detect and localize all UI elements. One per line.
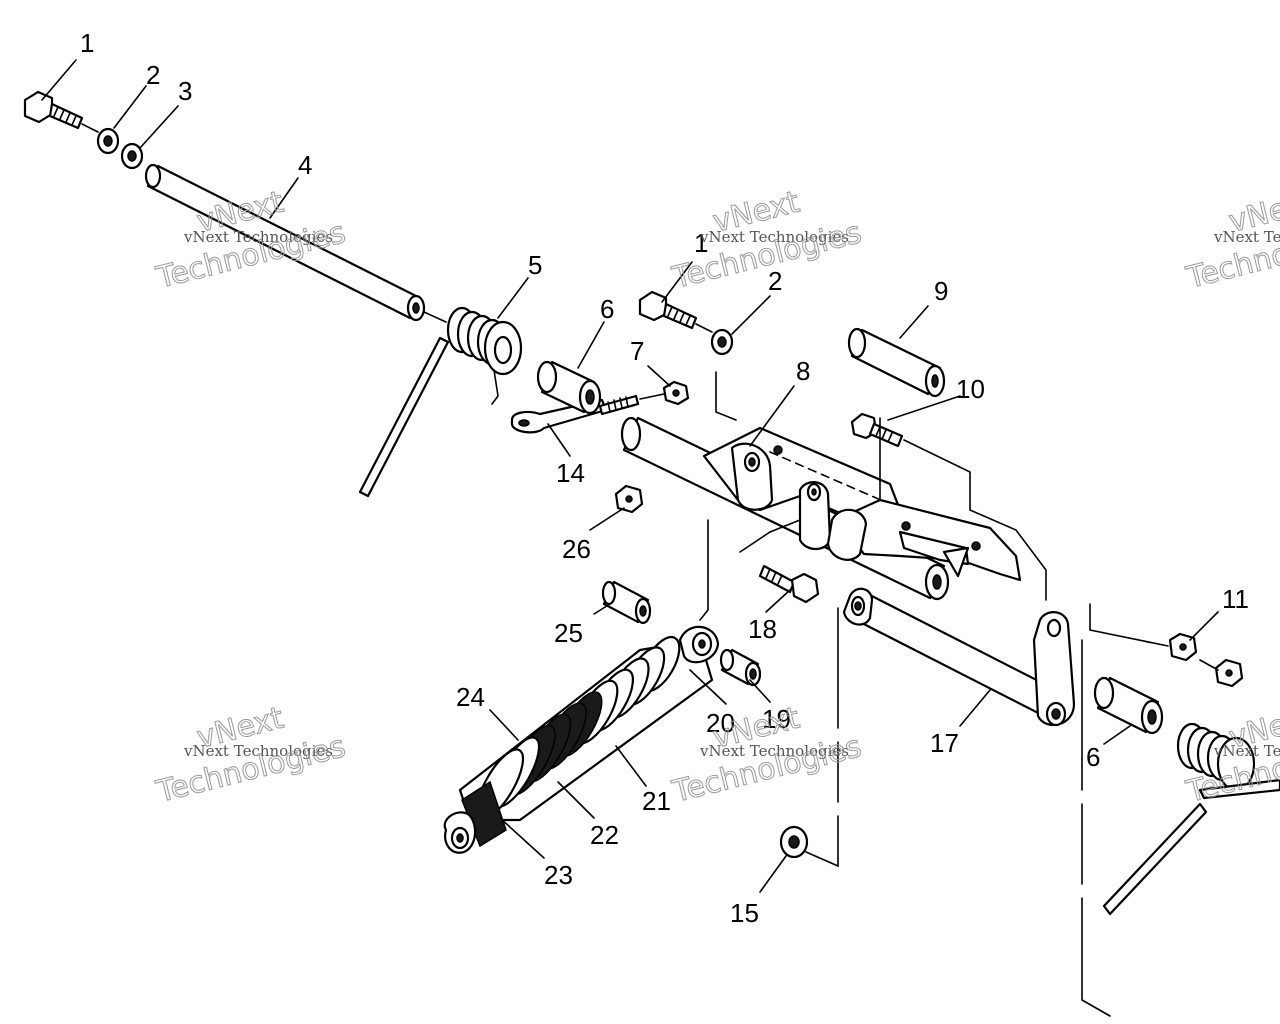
svg-text:vNext Technologies: vNext Technologies	[1213, 228, 1280, 246]
crossbar-part-17	[842, 587, 1076, 727]
svg-text:vNext Technologies: vNext Technologies	[699, 742, 849, 760]
bushing-part-6-left	[536, 360, 602, 415]
callout-1-middle: 1	[694, 228, 708, 258]
callout-1-left: 1	[80, 28, 94, 58]
svg-text:vNext Technologies: vNext Technologies	[1213, 742, 1280, 760]
callout-14: 14	[556, 458, 585, 488]
callout-9: 9	[934, 276, 948, 306]
bolt-part-10	[850, 412, 904, 448]
roller-part-9	[847, 327, 946, 398]
callout-15: 15	[730, 898, 759, 928]
svg-text:vNext Technologies: vNext Technologies	[183, 228, 333, 246]
callout-8: 8	[796, 356, 810, 386]
callout-10: 10	[956, 374, 985, 404]
bolt-part-1-left	[23, 90, 99, 133]
svg-text:vNext Technologies: vNext Technologies	[183, 742, 333, 760]
bolt-part-18	[758, 564, 820, 604]
callout-6-left: 6	[600, 294, 614, 324]
torsion-spring-right	[1102, 722, 1280, 916]
callout-5: 5	[528, 250, 542, 280]
washer-part-15	[779, 825, 809, 859]
callout-20: 20	[706, 708, 735, 738]
callout-24: 24	[456, 682, 485, 712]
bolt-part-1-middle	[638, 290, 713, 333]
callout-4: 4	[298, 150, 312, 180]
callout-19: 19	[762, 704, 791, 734]
callout-labels: 1 2 3 4 5 1 2 6 7 8 9 10 14 26 25 18 24 …	[80, 28, 1249, 928]
svg-text:vNext Technologies: vNext Technologies	[699, 228, 849, 246]
leader-lines	[41, 59, 1219, 893]
washer-part-2-middle	[710, 328, 734, 356]
shock-absorber-assembly	[443, 625, 720, 854]
callout-2-middle: 2	[768, 266, 782, 296]
bracket-part-8	[702, 426, 902, 551]
callout-6-right: 6	[1086, 742, 1100, 772]
bushing-part-6-right	[1093, 676, 1164, 735]
rear-bracket-housing	[826, 498, 1022, 582]
torsion-spring-part-5	[358, 306, 523, 498]
callout-2-left: 2	[146, 60, 160, 90]
callout-23: 23	[544, 860, 573, 890]
callout-25: 25	[554, 618, 583, 648]
lock-washer-part-3	[120, 142, 144, 170]
nut-part-12-partial	[1214, 658, 1244, 688]
callout-18: 18	[748, 614, 777, 644]
assembly-guide-lines	[699, 371, 1219, 1017]
callout-17: 17	[930, 728, 959, 758]
sleeve-part-19	[719, 648, 762, 687]
callout-22: 22	[590, 820, 619, 850]
nut-part-26	[614, 484, 644, 514]
callout-11: 11	[1222, 584, 1249, 614]
callout-3: 3	[178, 76, 192, 106]
nut-part-7	[662, 380, 690, 406]
rod-part-4	[144, 163, 447, 323]
bolt-thread-part-7	[598, 393, 665, 416]
watermark-upper-right: vNext Technologies vNext Technologies	[1182, 184, 1280, 296]
watermark-lower-left: vNext Technologies vNext Technologies	[152, 700, 349, 810]
callout-26: 26	[562, 534, 591, 564]
watermark-lower-center: vNext Technologies vNext Technologies	[668, 700, 865, 810]
callout-21: 21	[642, 786, 671, 816]
sleeve-part-25	[601, 580, 652, 625]
washer-part-2-left	[96, 127, 120, 155]
callout-7: 7	[630, 336, 644, 366]
shock-spring-coils	[475, 635, 681, 820]
